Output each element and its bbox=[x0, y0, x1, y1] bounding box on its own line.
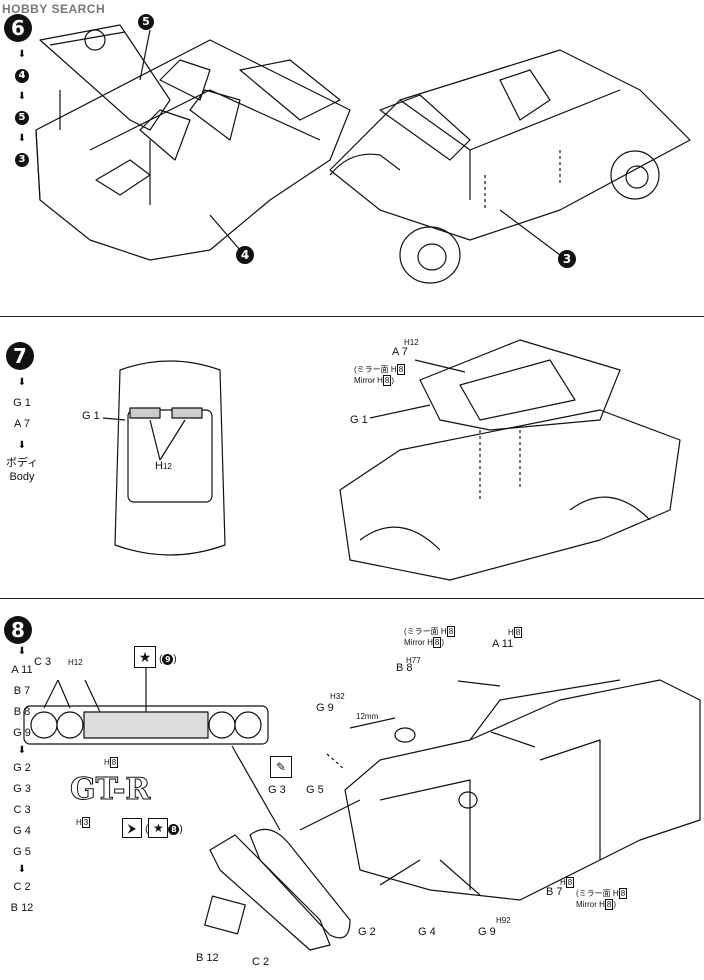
down-arrow-icon: ⬇ bbox=[17, 440, 27, 451]
label-dim-12mm: 12mm bbox=[356, 712, 379, 721]
seq-part-3: 3 bbox=[15, 153, 29, 167]
roof-top-view-drawing bbox=[102, 360, 226, 556]
seq-c2: C 2 bbox=[13, 881, 31, 893]
down-arrow-icon: ⬇ bbox=[17, 864, 27, 875]
seq-body-en: Body bbox=[9, 471, 35, 483]
gtr-decal: GT-R bbox=[69, 772, 151, 808]
label-c2: C 2 bbox=[252, 956, 270, 968]
label-g5: G 5 bbox=[306, 784, 324, 796]
step-7-sequence: ⬇ G 1 A 7 ⬇ ボディ Body bbox=[4, 372, 40, 484]
label-b8: B 8 bbox=[396, 662, 413, 674]
label-g9-bottom: G 9 bbox=[478, 926, 496, 938]
label-a7-h12: H12 bbox=[404, 338, 419, 347]
label-g4: G 4 bbox=[418, 926, 436, 938]
label-h77: H77 bbox=[406, 656, 421, 665]
down-arrow-icon: ⬇ bbox=[17, 133, 27, 144]
step-6-sequence: ⬇ 4 ⬇ 5 ⬇ 3 bbox=[4, 44, 40, 170]
seq-b8: B 8 bbox=[13, 706, 31, 718]
bumper-and-grille-exploded-drawing bbox=[204, 745, 351, 951]
label-a7: A 7 bbox=[392, 346, 408, 358]
seq-g3: G 3 bbox=[13, 783, 31, 795]
arrow-icon: ⮞ bbox=[122, 818, 142, 838]
tub-on-chassis-drawing bbox=[329, 49, 691, 284]
label-g2: G 2 bbox=[358, 926, 376, 938]
label-h32: H32 bbox=[330, 692, 345, 701]
seq-a11: A 11 bbox=[11, 664, 33, 676]
seq-b12: B 12 bbox=[10, 902, 34, 914]
down-arrow-icon: ⬇ bbox=[17, 91, 27, 102]
car-front-drawing bbox=[299, 679, 701, 901]
star-icon: ★ bbox=[134, 646, 156, 668]
watermark-logo: HOBBY SEARCH bbox=[2, 2, 106, 16]
down-arrow-icon: ⬇ bbox=[17, 49, 27, 60]
seq-g4: G 4 bbox=[13, 825, 31, 837]
step-8-sequence: ⬇ A 11 B 7 B 8 G 9 ⬇ G 2 G 3 C 3 G 4 G 5… bbox=[4, 644, 40, 919]
seq-body-jp: ボディ bbox=[5, 457, 39, 469]
callout-part-3: 3 bbox=[558, 250, 576, 268]
dashboard-part-drawing bbox=[39, 24, 171, 131]
body-with-roof-drawing bbox=[339, 339, 681, 581]
seq-part-5: 5 bbox=[15, 111, 29, 125]
label-h92: H92 bbox=[496, 916, 511, 925]
section-divider bbox=[0, 316, 704, 317]
section-divider bbox=[0, 598, 704, 599]
seq-a7: A 7 bbox=[14, 418, 30, 430]
label-ref-8: ⮞ (★8) bbox=[122, 818, 183, 838]
label-h12-inner: H12 bbox=[155, 460, 172, 472]
step-6-number: 6 bbox=[4, 14, 32, 42]
callout-part-4: 4 bbox=[236, 246, 254, 264]
label-h12: H12 bbox=[68, 658, 83, 667]
label-ref-9: ★ (9) bbox=[134, 646, 177, 668]
label-a11: A 11 bbox=[492, 638, 514, 650]
label-b7: B 7 bbox=[546, 886, 563, 898]
seq-g1: G 1 bbox=[13, 397, 31, 409]
label-c3: C 3 bbox=[34, 656, 52, 668]
grille-drawing bbox=[23, 668, 269, 745]
label-b12: B 12 bbox=[196, 952, 219, 964]
seq-g9: G 9 bbox=[13, 727, 31, 739]
step-8-number: 8 bbox=[4, 616, 32, 644]
label-g1-right: G 1 bbox=[350, 414, 368, 426]
seq-c3: C 3 bbox=[13, 804, 31, 816]
down-arrow-icon: ⬇ bbox=[17, 646, 27, 657]
label-mirror-icon: ✎ bbox=[270, 756, 292, 778]
label-g3: G 3 bbox=[268, 784, 286, 796]
step-7-number: 7 bbox=[6, 342, 34, 370]
label-g9-top: G 9 bbox=[316, 702, 334, 714]
seq-b7: B 7 bbox=[13, 685, 31, 697]
label-g1-left: G 1 bbox=[82, 410, 100, 422]
star-icon: ★ bbox=[148, 818, 169, 838]
seq-g2: G 2 bbox=[13, 762, 31, 774]
paint-icon: ✎ bbox=[270, 756, 292, 778]
seq-part-4: 4 bbox=[15, 69, 29, 83]
interior-tub-drawing bbox=[35, 39, 351, 261]
seq-g5: G 5 bbox=[13, 846, 31, 858]
down-arrow-icon: ⬇ bbox=[17, 377, 27, 388]
callout-part-5: 5 bbox=[138, 14, 154, 30]
down-arrow-icon: ⬇ bbox=[17, 745, 27, 756]
